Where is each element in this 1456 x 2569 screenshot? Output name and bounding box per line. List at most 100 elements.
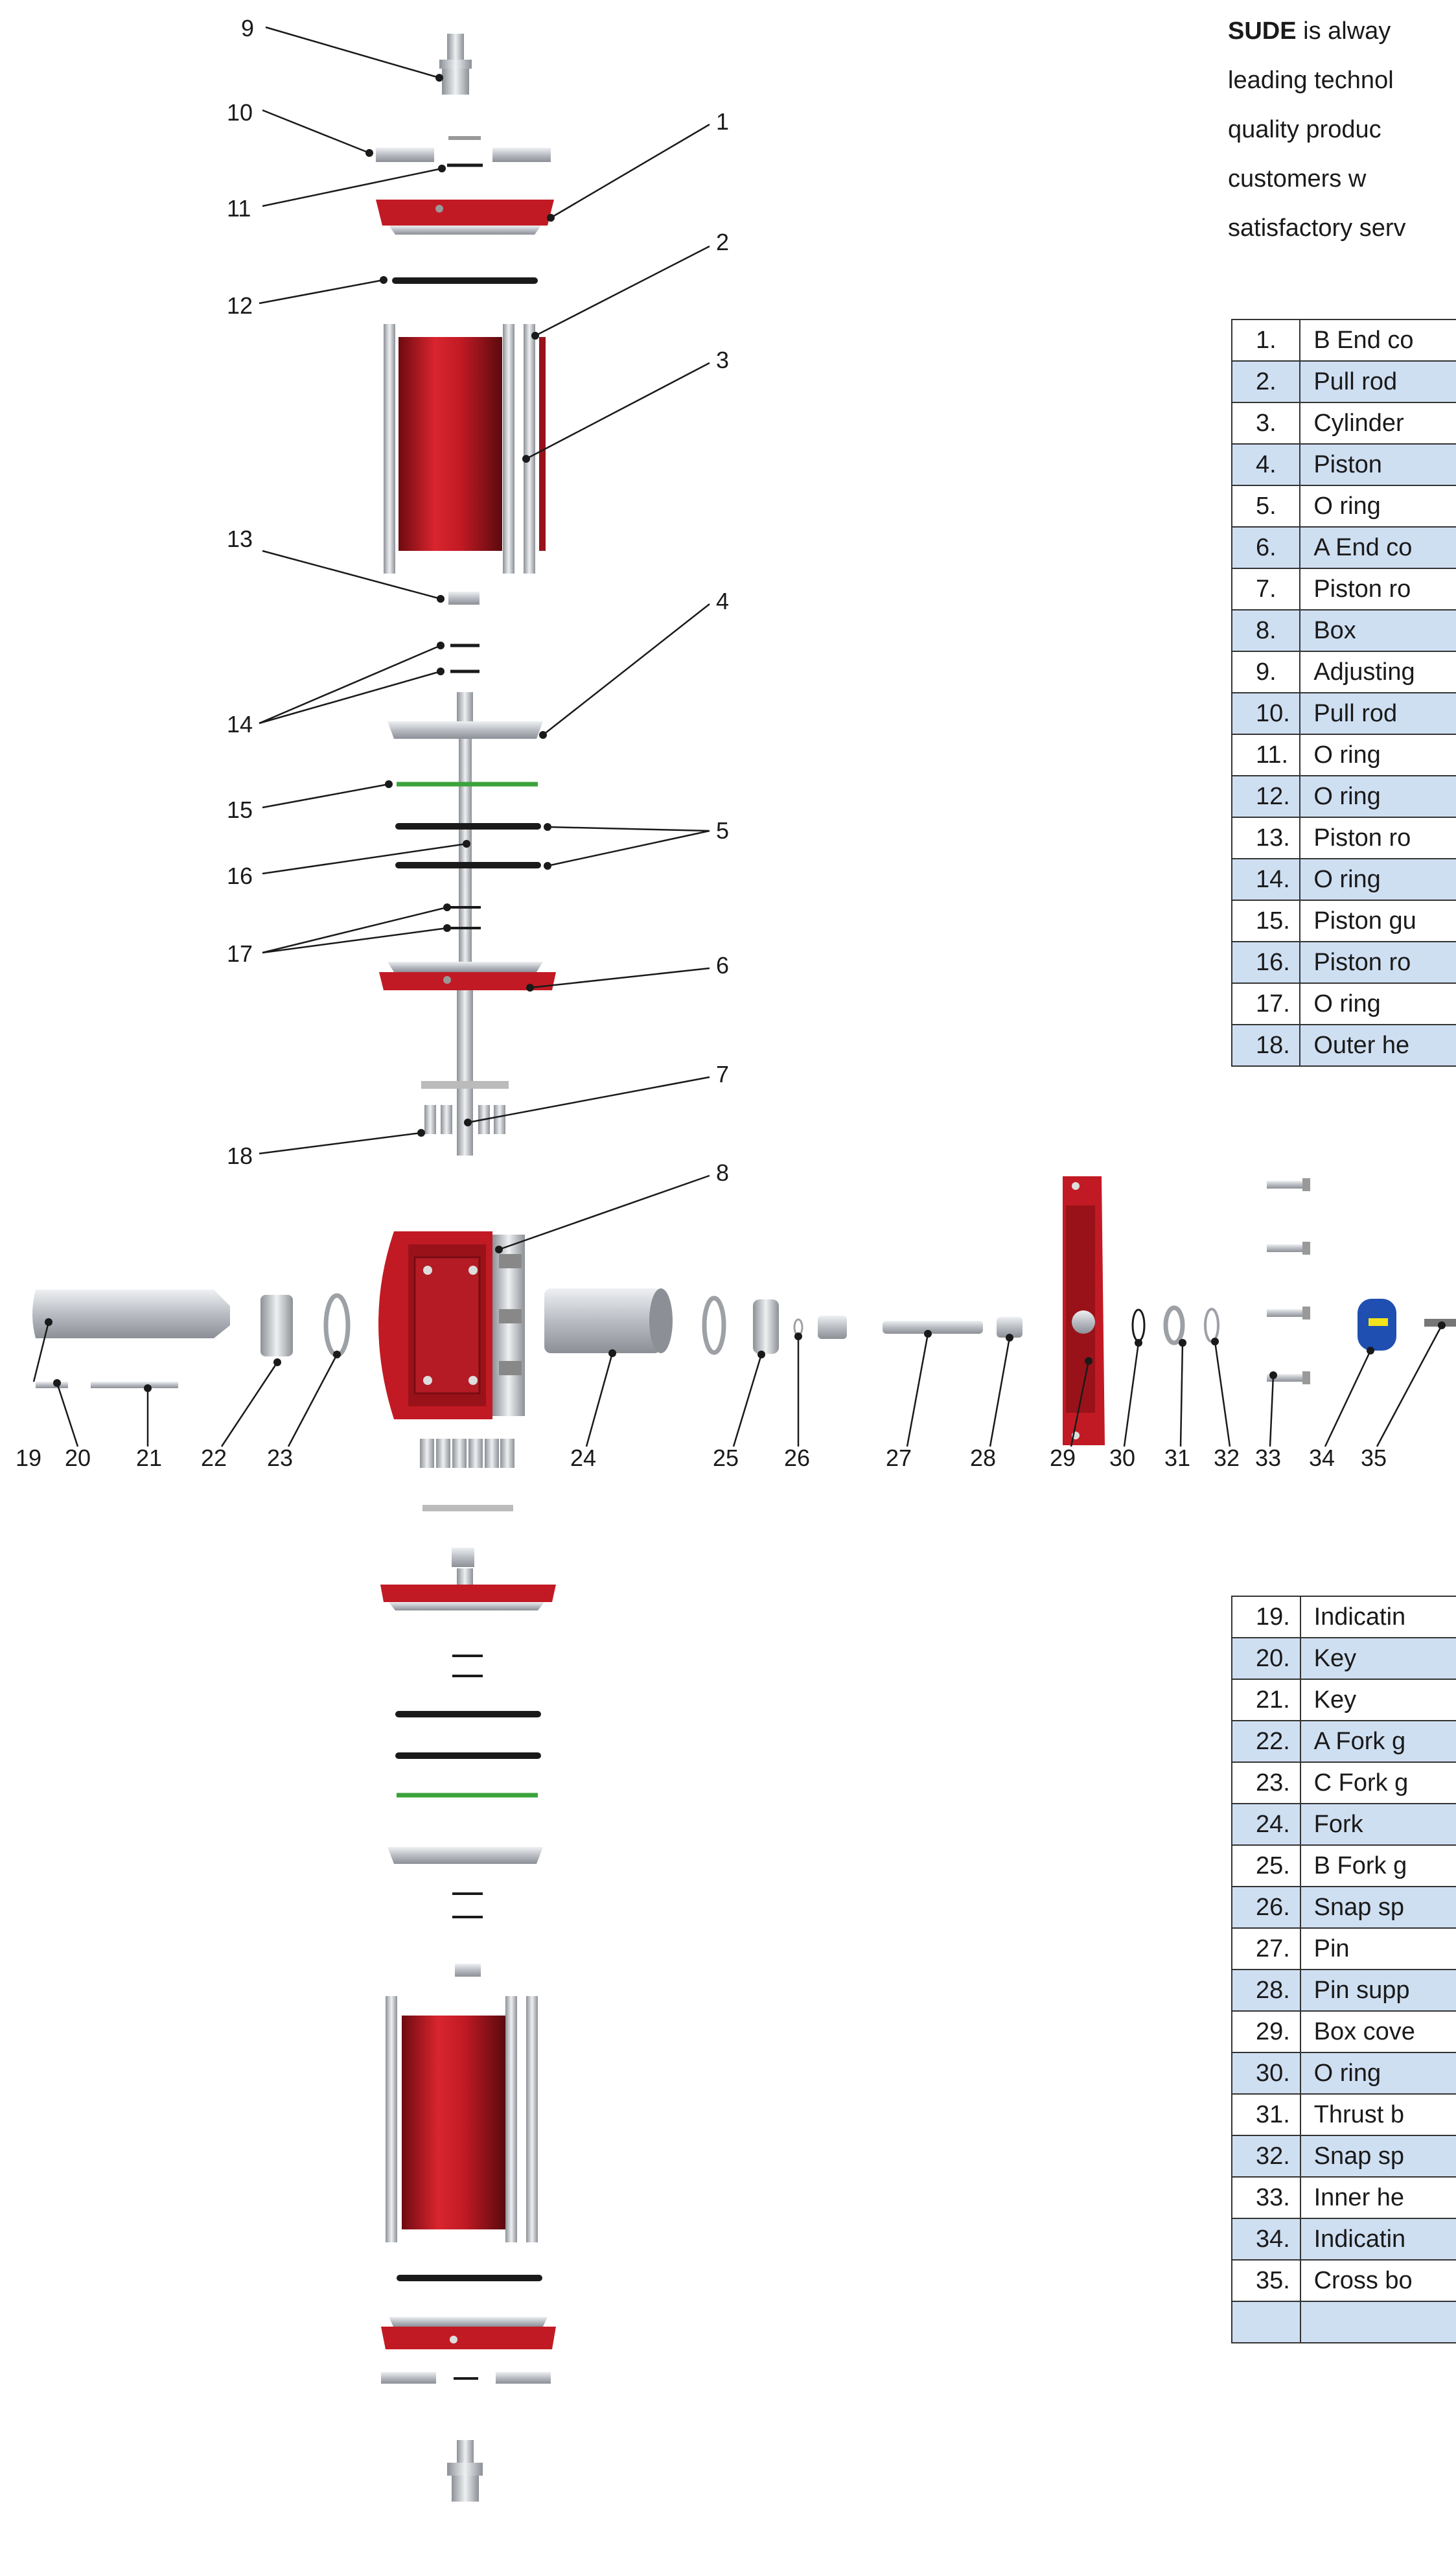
- piston-rod-nut: [448, 592, 480, 605]
- table-row: 33.Inner he: [1231, 2176, 1456, 2219]
- part-name: Thrust b: [1299, 2093, 1456, 2136]
- piston-rod-nut-lower: [455, 1964, 481, 1977]
- callout-28: 28: [970, 1445, 996, 1471]
- snap-spring-32: [1204, 1308, 1219, 1343]
- part-number: 26.: [1231, 1886, 1301, 1929]
- intro-line-5: satisfactory serv: [1228, 215, 1406, 242]
- thrust-bearing: [1163, 1305, 1185, 1345]
- part-name: Piston gu: [1299, 900, 1456, 942]
- callout-3: 3: [716, 347, 729, 373]
- outer-hex-bolts-lower: [420, 1439, 514, 1567]
- part-name: [1299, 2301, 1456, 2343]
- callout-27: 27: [886, 1445, 912, 1471]
- part-number: 20.: [1231, 1637, 1301, 1680]
- table-row: 24.Fork: [1231, 1803, 1456, 1846]
- part-number: 19.: [1231, 1596, 1301, 1638]
- part-name: Pin: [1299, 1927, 1456, 1970]
- part-number: 21.: [1231, 1679, 1301, 1721]
- callout-29: 29: [1050, 1445, 1076, 1471]
- table-row: 26.Snap sp: [1231, 1886, 1456, 1929]
- brand-name: SUDE: [1228, 17, 1297, 45]
- callout-labels: 9 10 1 11 2 12 3 13 4 14 15 5 16 6 17 7 …: [16, 15, 1387, 1471]
- table-row: 11.O ring: [1231, 734, 1456, 776]
- part-name: Piston ro: [1299, 941, 1456, 984]
- part-name: Box: [1299, 609, 1456, 652]
- table-row: 14.O ring: [1231, 858, 1456, 901]
- b-end-cover: [376, 200, 554, 235]
- table-row: 3.Cylinder: [1231, 402, 1456, 445]
- callout-2: 2: [716, 229, 729, 255]
- callout-34: 34: [1309, 1445, 1335, 1471]
- key-20: [36, 1382, 68, 1388]
- part-name: Key: [1299, 1637, 1456, 1680]
- table-row: 23.C Fork g: [1231, 1761, 1456, 1804]
- part-number: 32.: [1231, 2135, 1301, 2178]
- part-name: Key: [1299, 1679, 1456, 1721]
- adjusting-bolt-bottom: [447, 2440, 483, 2502]
- callout-24: 24: [570, 1445, 596, 1471]
- part-number: 25.: [1231, 1844, 1301, 1887]
- callout-26: 26: [784, 1445, 810, 1471]
- indicator: [1358, 1299, 1396, 1351]
- table-row: 25.B Fork g: [1231, 1844, 1456, 1887]
- part-number: 31.: [1231, 2093, 1301, 2136]
- part-number: 28.: [1231, 1969, 1301, 2012]
- part-name: Cross bo: [1299, 2259, 1456, 2302]
- table-row: 30.O ring: [1231, 2052, 1456, 2095]
- a-fork-guide: [260, 1295, 293, 1356]
- callout-11: 11: [227, 195, 251, 222]
- callout-13: 13: [227, 526, 253, 552]
- part-name: O ring: [1299, 858, 1456, 901]
- part-name: Box cove: [1299, 2010, 1456, 2053]
- part-number: [1231, 2301, 1301, 2343]
- callout-32: 32: [1214, 1445, 1240, 1471]
- part-name: O ring: [1299, 775, 1456, 818]
- inner-hex-bolts: [1267, 1178, 1310, 1384]
- part-name: Pull rod: [1299, 360, 1456, 403]
- table-row: 7.Piston ro: [1231, 568, 1456, 610]
- callout-21: 21: [136, 1445, 162, 1471]
- part-number: 17.: [1231, 982, 1301, 1025]
- part-name: Pin supp: [1299, 1969, 1456, 2012]
- part-number: 14.: [1231, 858, 1301, 901]
- part-number: 13.: [1231, 817, 1301, 859]
- parts-table-2: 19.Indicatin 20.Key 21.Key 22.A Fork g 2…: [1231, 1596, 1456, 2343]
- callout-20: 20: [65, 1445, 91, 1471]
- callout-4: 4: [716, 588, 729, 614]
- part-name: A Fork g: [1299, 1720, 1456, 1763]
- pin-support: [997, 1317, 1023, 1338]
- part-name: B Fork g: [1299, 1844, 1456, 1887]
- table-row: 9.Adjusting: [1231, 651, 1456, 693]
- pin-support-left: [818, 1316, 847, 1339]
- part-number: 23.: [1231, 1761, 1301, 1804]
- table-row: 27.Pin: [1231, 1927, 1456, 1970]
- cylinder-bottom: [386, 1996, 538, 2242]
- callout-1: 1: [716, 108, 729, 135]
- part-number: 8.: [1231, 609, 1301, 652]
- intro-paragraph: SUDE is alway leading technol quality pr…: [1228, 6, 1456, 253]
- table-row: 10.Pull rod: [1231, 692, 1456, 735]
- part-name: O ring: [1299, 2052, 1456, 2095]
- table-row: 18.Outer he: [1231, 1024, 1456, 1067]
- o-ring-5b: [395, 862, 541, 868]
- key-21: [91, 1382, 178, 1388]
- callout-16: 16: [227, 863, 253, 889]
- leader-dots: [45, 74, 1446, 1392]
- part-name: Pull rod: [1299, 692, 1456, 735]
- part-number: 6.: [1231, 526, 1301, 569]
- table-row: 31.Thrust b: [1231, 2093, 1456, 2136]
- part-number: 35.: [1231, 2259, 1301, 2302]
- leader-lines: [32, 26, 1443, 1447]
- table-row: 8.Box: [1231, 609, 1456, 652]
- o-ring-lower-c: [395, 1711, 541, 1717]
- callout-10: 10: [227, 99, 253, 126]
- part-name: B End co: [1299, 319, 1456, 362]
- cylinder-top: [384, 324, 546, 574]
- part-name: Snap sp: [1299, 2135, 1456, 2178]
- part-name: Snap sp: [1299, 1886, 1456, 1929]
- part-number: 24.: [1231, 1803, 1301, 1846]
- callout-35: 35: [1361, 1445, 1387, 1471]
- table-row: 21.Key: [1231, 1679, 1456, 1721]
- part-number: 18.: [1231, 1024, 1301, 1067]
- part-number: 33.: [1231, 2176, 1301, 2219]
